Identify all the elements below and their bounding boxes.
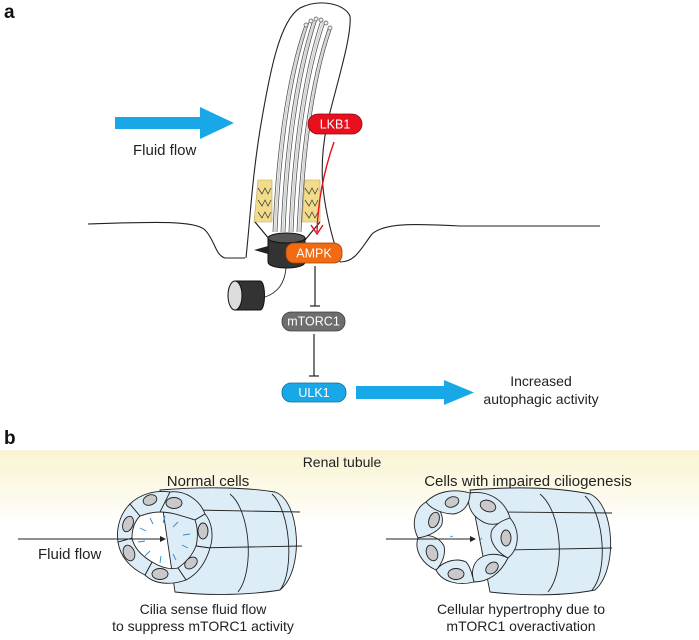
ampk-node: AMPK — [285, 242, 343, 264]
daughter-centriole — [227, 267, 287, 311]
stunted-cilia — [449, 535, 483, 541]
impaired-tubule — [413, 487, 613, 596]
fluid-flow-arrow — [115, 107, 234, 139]
normal-cells-caption-line2: to suppress mTORC1 activity — [112, 618, 294, 634]
impaired-cells-caption-line2: mTORC1 overactivation — [446, 618, 595, 634]
impaired-cells-caption-line1: Cellular hypertrophy due to — [437, 601, 605, 617]
fluid-flow-arrow-b-left — [18, 536, 166, 542]
autophagy-arrow — [356, 380, 474, 405]
normal-cells-title: Normal cells — [167, 473, 250, 490]
impaired-cells-title: Cells with impaired ciliogenesis — [424, 473, 632, 490]
outcome-label-line2: autophagic activity — [483, 391, 598, 407]
panel-b-label: b — [4, 428, 16, 449]
cell-membrane-right — [339, 223, 600, 263]
svg-text:mTORC1: mTORC1 — [287, 315, 340, 329]
lkb1-node: LKB1 — [307, 113, 363, 135]
normal-tubule — [117, 487, 303, 595]
outcome-label-line1: Increased — [510, 373, 571, 389]
cilia — [137, 515, 191, 564]
panel-a-label: a — [4, 2, 15, 23]
lkb1-to-ampk-arrow — [310, 141, 335, 236]
fluid-flow-label-a: Fluid flow — [133, 142, 197, 159]
svg-text:AMPK: AMPK — [296, 247, 332, 261]
renal-tubule-label: Renal tubule — [303, 454, 382, 470]
cell-membrane — [87, 221, 245, 259]
fluid-flow-label-b: Fluid flow — [38, 546, 102, 563]
ampk-inhibits-mtorc1 — [310, 266, 320, 307]
mtorc1-node: mTORC1 — [281, 311, 346, 332]
svg-text:ULK1: ULK1 — [298, 386, 329, 400]
fluid-flow-arrow-b-right — [386, 536, 476, 542]
microtubule-tips — [303, 16, 333, 31]
svg-text:LKB1: LKB1 — [320, 118, 351, 132]
ulk1-node: ULK1 — [281, 382, 347, 403]
transition-zone — [253, 179, 321, 223]
normal-cells-caption-line1: Cilia sense fluid flow — [140, 601, 268, 617]
mtorc1-inhibits-ulk1 — [309, 334, 319, 377]
